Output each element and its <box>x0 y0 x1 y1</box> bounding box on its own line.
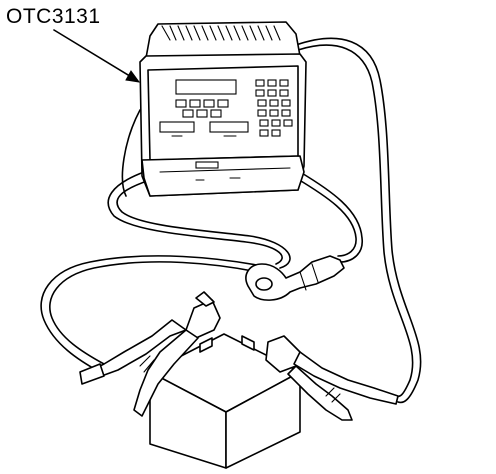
callout-arrow <box>53 29 141 83</box>
right-alligator-clamp <box>265 335 399 421</box>
test-lead-cables <box>40 37 422 404</box>
amp-clamp <box>245 255 345 301</box>
left-alligator-clamp <box>79 291 221 417</box>
battery-tester <box>139 21 307 197</box>
part-number-label: OTC3131 <box>6 5 101 28</box>
lcd-display <box>175 79 237 95</box>
battery <box>149 333 301 469</box>
